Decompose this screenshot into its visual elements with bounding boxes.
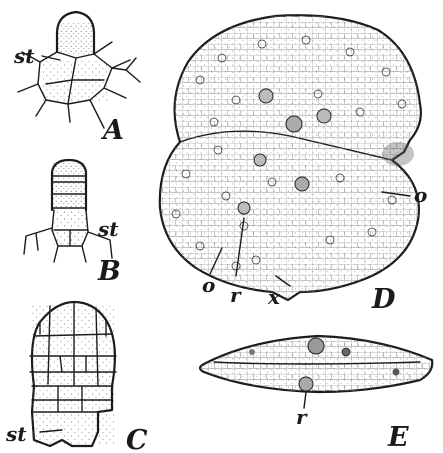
- panel-e: r E: [200, 336, 432, 453]
- panel-b-label-st: st: [97, 217, 119, 241]
- panel-a-drawing: [18, 12, 140, 128]
- panel-d-label-o-right: o: [414, 183, 427, 207]
- panel-b-drawing: [24, 160, 112, 262]
- panel-c-drawing: [30, 302, 116, 446]
- panel-d-label-r: r: [230, 283, 242, 307]
- panel-a-label-st: st: [13, 44, 35, 68]
- panel-e-label-r: r: [296, 405, 308, 429]
- panel-c-label-st: st: [5, 422, 27, 446]
- panel-c: st C: [5, 302, 148, 453]
- panel-a-letter: A: [100, 115, 124, 146]
- panel-d-label-o-left: o: [202, 273, 215, 297]
- panel-e-drawing: [200, 336, 432, 392]
- panel-d-drawing: [160, 15, 421, 300]
- panel-d: o o r x D: [160, 15, 428, 315]
- panel-d-label-x: x: [267, 285, 281, 309]
- panel-a: st A: [13, 12, 140, 146]
- panel-c-letter: C: [126, 425, 148, 453]
- panel-b: st B: [24, 160, 121, 287]
- panel-b-letter: B: [97, 256, 121, 287]
- panel-e-letter: E: [387, 422, 409, 453]
- panel-d-letter: D: [371, 284, 396, 315]
